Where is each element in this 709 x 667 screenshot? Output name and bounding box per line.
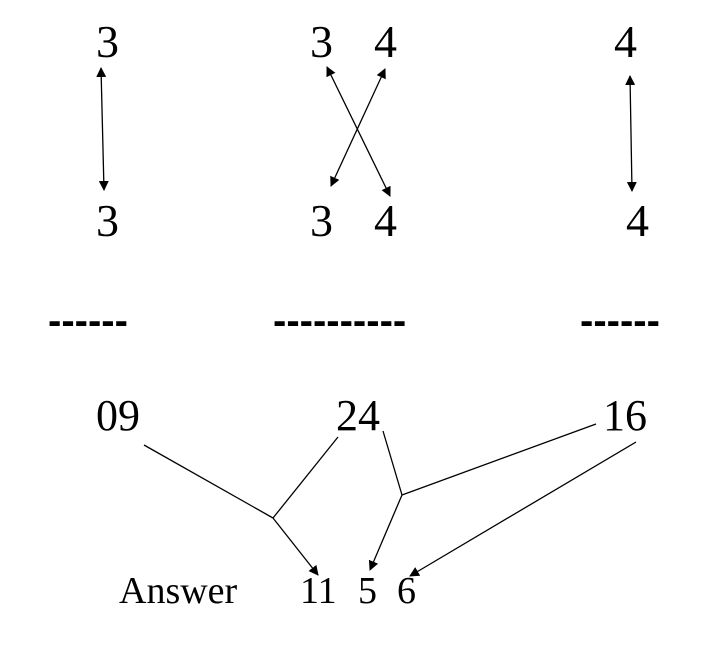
bottom-middle-left-digit: 3 [310,195,333,246]
top-middle-left-digit: 3 [310,16,333,67]
arrow-to-answer-5 [368,494,403,571]
bottom-middle-right-digit: 4 [374,195,397,246]
answer-digit-11: 11 [300,570,337,612]
right-vertical-arrow [625,75,637,192]
left-vertical-arrow [96,67,109,191]
arrow-16-to-answer-6 [409,441,637,577]
line-24-down-to-junction [382,430,403,496]
top-middle-right-digit: 4 [374,16,397,67]
arrow-to-answer-11 [272,517,319,576]
answer-digit-5: 5 [358,570,377,612]
middle-separator: ---------- [273,299,406,343]
left-separator: ------ [48,299,128,343]
cross-arrow-down-left [330,68,386,187]
bottom-left-digit: 3 [96,195,119,246]
answer-label: Answer [119,570,238,612]
bottom-right-digit: 4 [626,195,649,246]
right-separator: ------ [580,299,660,343]
line-24-to-junction [272,436,339,519]
line-16-to-junction [401,423,597,496]
line-09-to-junction [143,444,274,519]
cross-arrow-down-right [326,66,391,197]
top-left-digit: 3 [96,16,119,67]
product-middle: 24 [336,391,380,440]
answer-digit-6: 6 [397,570,416,612]
top-right-digit: 4 [614,16,637,67]
product-right: 16 [603,391,647,440]
product-left: 09 [96,391,140,440]
